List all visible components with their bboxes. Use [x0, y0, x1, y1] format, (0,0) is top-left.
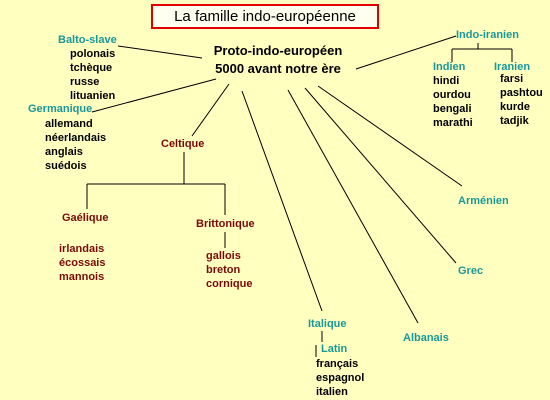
line-grec — [304, 87, 457, 264]
language-item: tchèque — [70, 62, 113, 74]
balto-slave-languages: polonais tchèque russe lituanien — [70, 47, 115, 103]
branch-iranien: Iranien — [494, 61, 531, 73]
branch-latin: Latin — [321, 343, 348, 355]
branch-indo-iranien: Indo-iranien — [456, 29, 519, 41]
line-italique — [241, 90, 323, 312]
language-item: russe — [70, 76, 100, 88]
root-name: Proto-indo-européen — [213, 43, 343, 58]
language-item: anglais — [45, 146, 83, 158]
line-balto-slave — [117, 45, 203, 59]
language-item: espagnol — [316, 372, 365, 384]
language-item: marathi — [433, 117, 473, 129]
line-armenien — [317, 85, 463, 187]
branch-germanique: Germanique — [28, 103, 93, 115]
language-item: polonais — [70, 48, 116, 60]
language-item: hindi — [433, 75, 460, 87]
branch-grec: Grec — [458, 265, 484, 277]
diagram-title: La famille indo-européenne — [151, 4, 379, 29]
line-albanais — [287, 89, 419, 324]
branch-albanais: Albanais — [403, 332, 449, 344]
language-item: breton — [206, 264, 241, 276]
language-item: ourdou — [433, 89, 471, 101]
latin-languages: français espagnol italien — [316, 357, 364, 399]
branch-celtique: Celtique — [161, 138, 205, 150]
language-item: allemand — [45, 118, 93, 130]
brittonique-languages: gallois breton cornique — [206, 249, 252, 291]
line-celtique — [191, 83, 230, 137]
language-item: pashtou — [500, 87, 543, 99]
branch-gaelique: Gaélique — [62, 212, 109, 224]
root-node: Proto-indo-européen 5000 avant notre ère — [188, 42, 368, 78]
branch-balto-slave: Balto-slave — [58, 34, 117, 46]
indien-languages: hindi ourdou bengali marathi — [433, 74, 473, 130]
gaelique-languages: irlandais écossais mannois — [59, 242, 105, 284]
language-item: néerlandais — [45, 132, 107, 144]
line-germanique — [91, 78, 217, 113]
iranien-languages: farsi pashtou kurde tadjik — [500, 72, 543, 128]
language-item: kurde — [500, 101, 530, 113]
branch-indien: Indien — [433, 61, 466, 73]
branch-italique: Italique — [308, 318, 347, 330]
language-item: bengali — [433, 103, 472, 115]
language-item: français — [316, 358, 359, 370]
root-date: 5000 avant notre ère — [215, 61, 341, 76]
germanique-languages: allemand néerlandais anglais suédois — [45, 117, 106, 173]
branch-armenien: Arménien — [458, 195, 509, 207]
language-item: irlandais — [59, 243, 105, 255]
language-item: écossais — [59, 257, 106, 269]
line-indo-iranien — [355, 35, 457, 70]
language-item: italien — [316, 386, 348, 398]
language-item: farsi — [500, 73, 524, 85]
language-item: suédois — [45, 160, 87, 172]
language-item: gallois — [206, 250, 241, 262]
language-item: cornique — [206, 278, 253, 290]
language-item: mannois — [59, 271, 105, 283]
language-item: lituanien — [70, 90, 116, 102]
branch-brittonique: Brittonique — [196, 218, 255, 230]
language-item: tadjik — [500, 115, 529, 127]
